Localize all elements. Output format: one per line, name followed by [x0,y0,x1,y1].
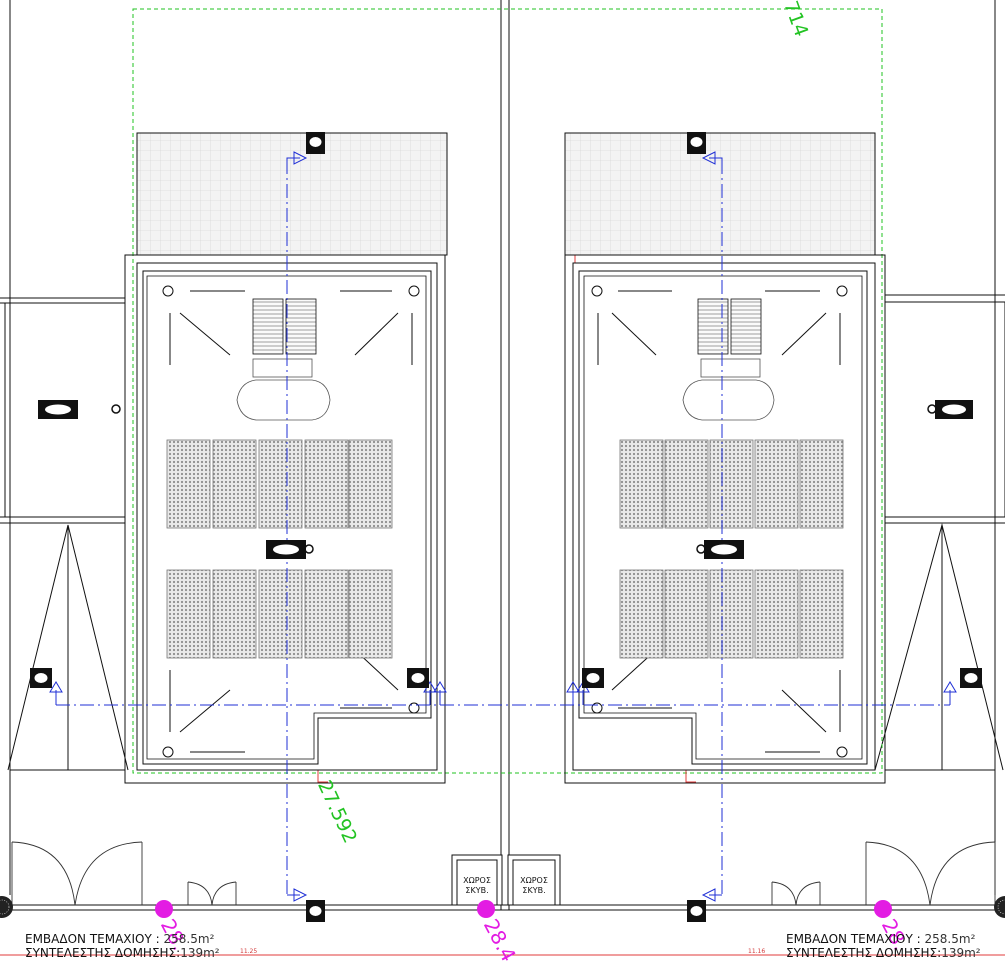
right-solar-panels-bottom [619,569,844,659]
door-swing-symbol [11,841,996,906]
right-house [564,132,886,784]
left-solar-panels-top [166,439,393,529]
left-roof-terrace [136,132,448,256]
marker-right: 11.16 [748,948,766,955]
plot-area-label: ΕΜΒΑΔΟΝ ΤΕΜΑΧΙΟΥ : [25,932,160,946]
survey-point-icon [155,900,892,918]
tree-symbol [0,896,1005,918]
speech-bubble-icon [30,132,982,922]
plot-coefficient-label: ΣΥΝΤΕΛΕΣΤΗΣ ΔΟΜΗΣΗΣ: [786,946,942,960]
plot-area-label: ΕΜΒΑΔΟΝ ΤΕΜΑΧΙΟΥ : [786,932,921,946]
left-house [124,132,448,784]
section-lines [55,157,951,896]
marker-left: 11.25 [240,948,258,955]
plot-coefficient-value: 139m² [941,946,981,960]
right-roof-outline [578,270,868,765]
plot-coefficient-label: ΣΥΝΤΕΛΕΣΤΗΣ ΔΟΜΗΣΗΣ: [25,946,181,960]
plot-info-right: ΕΜΒΑΔΟΝ ΤΕΜΑΧΙΟΥ : 258.5m² ΣΥΝΤΕΛΕΣΤΗΣ Δ… [786,932,981,960]
building-envelope-boundary [132,8,883,774]
right-solar-panels-top [619,439,844,529]
plot-area-value: 258.5m² [163,932,215,946]
section-arrow-icon [49,151,957,902]
plot-info-left: ΕΜΒΑΔΟΝ ΤΕΜΑΧΙΟΥ : 258.5m² ΣΥΝΤΕΛΕΣΤΗΣ Δ… [25,932,220,960]
waste-area-boxes [451,854,561,906]
plot-coefficient-value: 139m² [180,946,220,960]
left-roof-outline [142,270,432,765]
right-roof-terrace [564,132,876,256]
left-solar-panels-bottom [166,569,393,659]
plot-area-value: 258.5m² [924,932,976,946]
ramp-symbols [7,523,1004,771]
